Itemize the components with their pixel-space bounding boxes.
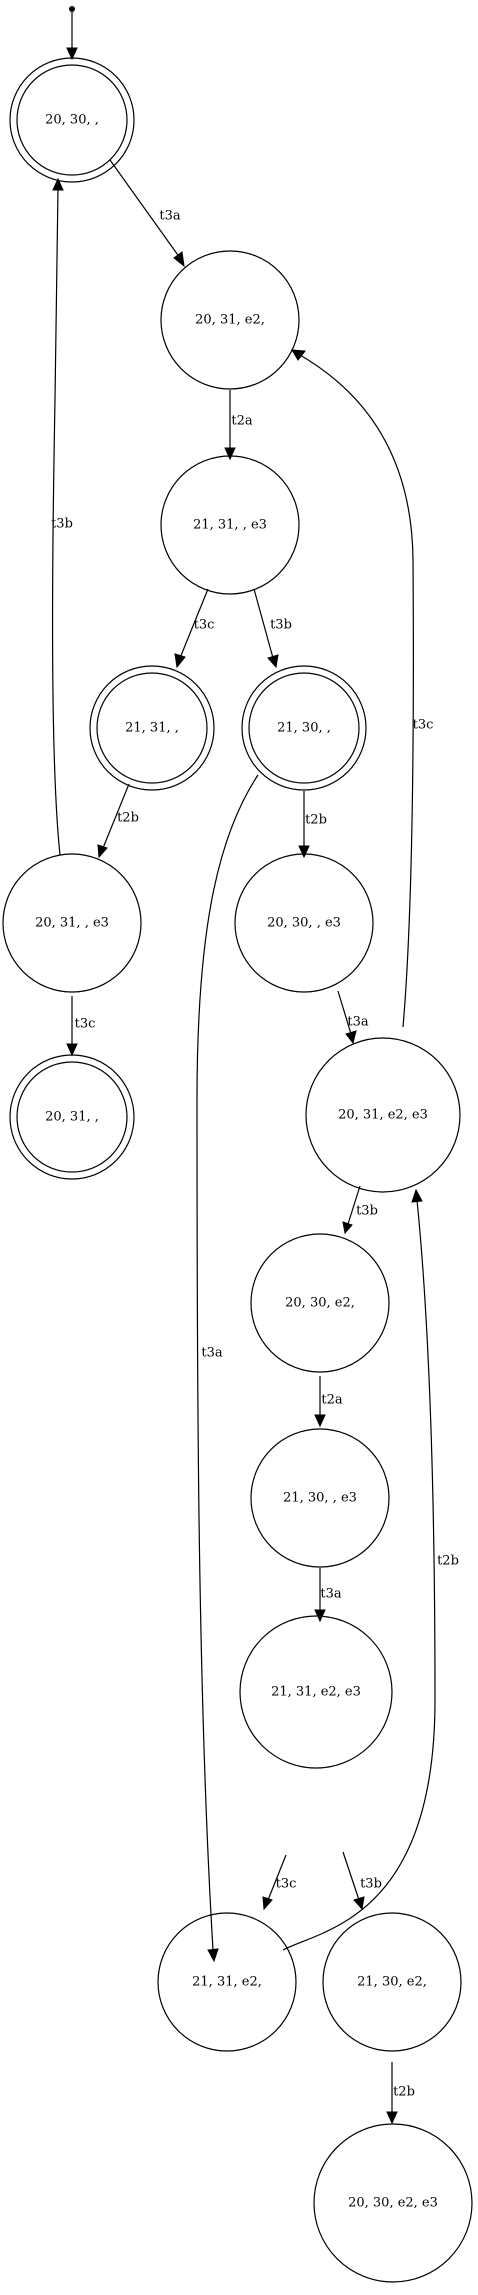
edge-label-e17: t2b [437,1554,459,1569]
state-node-n5: 21, 30, , [241,665,367,791]
state-node-n7: 20, 30, , e3 [234,853,374,993]
edge-label-e13: t2a [321,1393,342,1408]
edge-label-e1: t3a [159,209,180,224]
state-label: 21, 31, e2, [192,1975,262,1990]
state-node-n15: 20, 30, e2, e3 [313,2123,473,2283]
edge-n5-to-n7: t2b [298,791,327,859]
edge-n6-to-n8: t3c [66,996,96,1057]
edge-n3-to-n5: t3b [253,588,292,669]
state-label: 20, 30, , [45,113,99,128]
edge-label-e18: t2b [393,2085,415,2100]
state-label: 20, 31, , [45,1110,99,1125]
state-node-n1: 20, 30, , [9,57,135,183]
edges: t3a t2a t3c t3b t2b [51,12,459,2125]
state-label: 20, 31, , e3 [35,916,109,931]
edge-label-e16: t3b [360,1877,382,1892]
edge-n1-to-n2: t3a [109,159,185,268]
state-node-n11: 21, 30, , e3 [250,1428,390,1568]
state-label: 20, 31, e2, e3 [338,1108,428,1123]
edge-label-e2: t2a [231,414,252,429]
edge-n9-to-n2: t3c [291,349,434,1028]
edge-label-e7: t3c [75,1017,96,1032]
state-node-n8: 20, 31, , [9,1054,135,1180]
edge-n4-to-n6: t2b [97,783,139,859]
edge-label-e9: t3a [201,1346,222,1361]
edge-n3-to-n4: t3c [174,588,215,669]
state-label: 21, 31, , e3 [193,518,267,533]
edge-n14-to-n15: t2b [386,2062,415,2125]
edge-n12-to-n13: t3c [262,1854,297,1911]
state-node-n9: 20, 31, e2, e3 [305,1037,461,1193]
state-node-n6: 20, 31, , e3 [2,853,142,993]
state-node-n2: 20, 31, e2, [160,250,300,390]
edge-label-e14: t3a [320,1587,341,1602]
edge-n7-to-n9: t3a [337,990,369,1045]
state-label: 20, 30, e2, e3 [348,2196,438,2211]
state-label: 21, 31, , [125,721,179,736]
edge-start-to-n1 [66,12,78,61]
state-label: 20, 30, e2, [285,1296,355,1311]
edge-label-e10: t3a [347,1015,368,1030]
state-node-n14: 21, 30, e2, [322,1912,462,2052]
edge-label-e8: t2b [305,813,327,828]
start-dot [69,6,75,12]
state-node-n3: 21, 31, , e3 [160,455,300,595]
state-node-n13: 21, 31, e2, [157,1912,297,2052]
edge-label-e15: t3c [276,1877,297,1892]
edge-label-e5: t2b [117,811,139,826]
edge-label-e12: t3b [356,1204,378,1219]
state-label: 21, 31, e2, e3 [271,1685,361,1700]
edge-n9-to-n10: t3b [342,1185,378,1235]
edge-n5-to-n13: t3a [196,774,259,1963]
state-label: 21, 30, , [277,721,331,736]
edge-label-e4: t3b [270,618,292,633]
edge-n6-to-n1: t3b [51,177,73,856]
edge-label-e3: t3c [194,618,215,633]
state-label: 20, 31, e2, [195,313,265,328]
edge-label-e6: t3b [51,517,73,532]
edge-n13-to-n9: t2b [282,1188,459,1951]
state-label: 21, 30, , e3 [283,1491,357,1506]
edge-n11-to-n12: t3a [314,1568,342,1623]
nodes: 20, 30, , 20, 31, e2, 21, 31, , e3 21, 3… [2,57,473,2283]
state-node-n10: 20, 30, e2, [250,1233,390,1373]
edge-n2-to-n3: t2a [224,390,253,461]
state-node-n4: 21, 31, , [89,665,215,791]
state-label: 20, 30, , e3 [267,916,341,931]
state-node-n12: 21, 31, e2, e3 [239,1615,393,1769]
edge-n10-to-n11: t2a [314,1376,343,1428]
edge-label-e11: t3c [413,718,434,733]
edge-n12-to-n14: t3b [342,1851,382,1911]
state-label: 21, 30, e2, [357,1975,427,1990]
